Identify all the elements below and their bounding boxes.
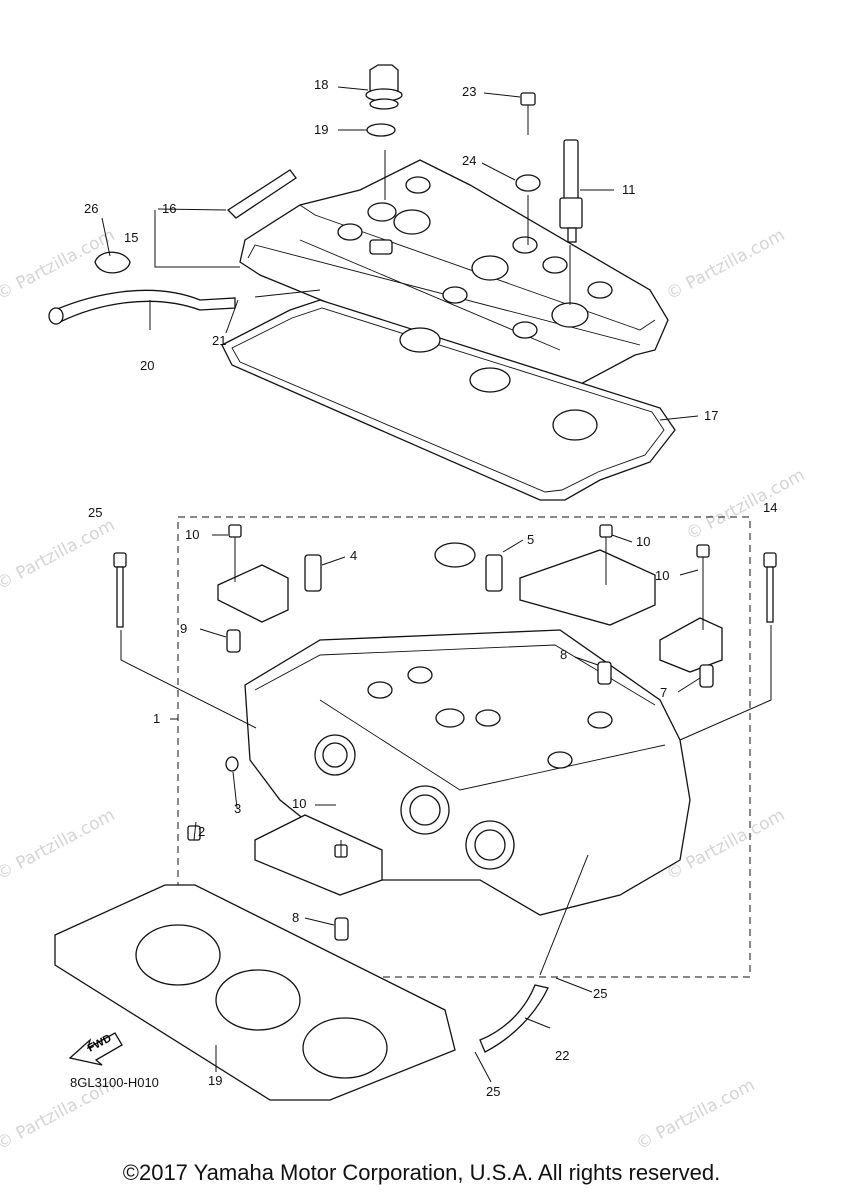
callout-label: 26	[84, 201, 98, 216]
callout-label: 10	[655, 568, 669, 583]
callout-label: 5	[527, 532, 534, 547]
watermark: © Partzilla.com	[0, 515, 118, 594]
coolant-hose	[479, 984, 549, 1053]
callout-label: 8	[560, 647, 567, 662]
bracket-14	[226, 169, 297, 219]
parts-diagram: © Partzilla.com © Partzilla.com © Partzi…	[0, 64, 808, 1154]
leader-lines	[101, 86, 772, 1083]
callout-label: 17	[704, 408, 718, 423]
cylinder-head-cover	[239, 159, 669, 396]
head-gasket	[54, 884, 456, 1101]
watermark: © Partzilla.com	[663, 225, 788, 304]
callout-label: 24	[462, 153, 476, 168]
callout-label: 23	[462, 84, 476, 99]
callout-label: 16	[162, 201, 176, 216]
callout-label: 22	[555, 1048, 569, 1063]
callout-label: 18	[314, 77, 328, 92]
callout-label: 3	[234, 801, 241, 816]
callout-label: 25	[593, 986, 607, 1001]
callout-label: 10	[185, 527, 199, 542]
callout-label: 11	[622, 182, 636, 197]
callout-label: 2	[198, 824, 205, 839]
callout-label: 19	[314, 122, 328, 137]
head-fasteners	[113, 524, 777, 941]
callout-label: 8	[292, 910, 299, 925]
callout-label: 10	[636, 534, 650, 549]
callout-label: 25	[88, 505, 102, 520]
callout-label: 7	[660, 685, 667, 700]
watermark: © Partzilla.com	[683, 465, 808, 544]
callout-label: 19	[208, 1073, 222, 1088]
fwd-arrow: FWD	[68, 1032, 123, 1066]
cam-caps	[217, 549, 723, 896]
cover-gasket	[221, 299, 676, 501]
callout-label: 4	[350, 548, 357, 563]
callout-label: 15	[124, 230, 138, 245]
copyright-notice: ©2017 Yamaha Motor Corporation, U.S.A. A…	[122, 1160, 721, 1185]
callout-label: 1	[153, 711, 160, 726]
callout-label: 25	[486, 1084, 500, 1099]
watermark: © Partzilla.com	[633, 1075, 758, 1154]
callout-label: 21	[212, 333, 226, 348]
callout-label: 10	[292, 796, 306, 811]
breather-hose	[48, 251, 236, 325]
callout-labels: 18 19 23 24 11 26 16 15 20 21 17 25 14 1…	[70, 77, 777, 1099]
callout-label: 9	[180, 621, 187, 636]
callout-label: 20	[140, 358, 154, 373]
diagram-code: 8GL3100-H010	[70, 1075, 159, 1090]
callout-label: 14	[763, 500, 777, 515]
watermark: © Partzilla.com	[0, 805, 118, 884]
